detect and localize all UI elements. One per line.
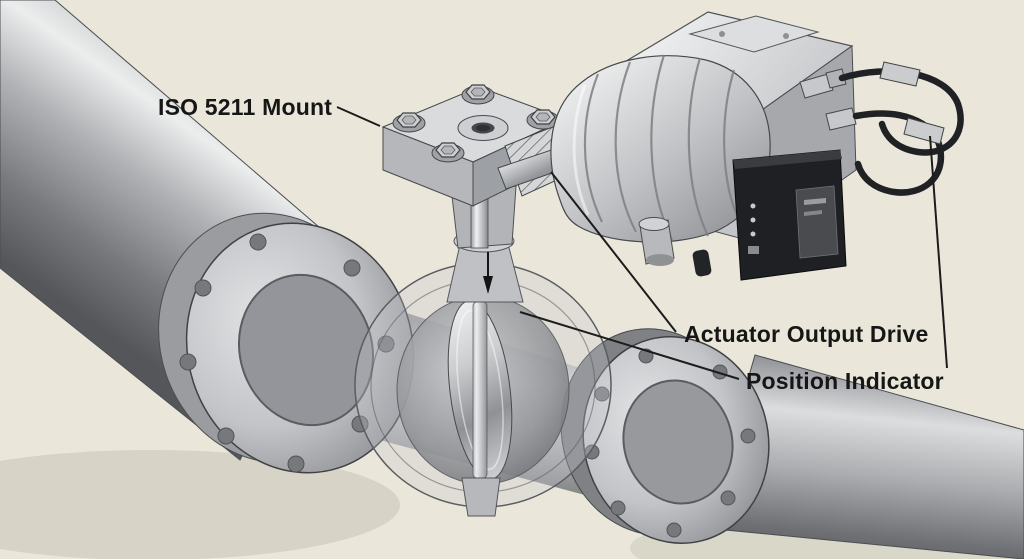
bolt-hole xyxy=(249,233,267,251)
flange-right-ring xyxy=(622,379,734,505)
bolt-hole xyxy=(217,427,235,445)
actuator xyxy=(550,11,964,281)
cover-screw xyxy=(783,33,789,39)
bolt-hole xyxy=(179,353,197,371)
status-dot xyxy=(750,231,756,237)
gland-nut xyxy=(825,68,847,89)
status-dot xyxy=(750,217,756,223)
status-dot xyxy=(750,203,756,209)
control-box-bevel xyxy=(733,150,842,169)
cable-connector xyxy=(903,117,945,145)
conduit-cap xyxy=(638,217,670,231)
bolt-hole xyxy=(720,490,736,506)
leader-line-right xyxy=(929,135,948,369)
bolt-hole xyxy=(740,428,756,444)
cable-gland xyxy=(825,107,857,131)
display-panel xyxy=(795,185,839,259)
cabling xyxy=(799,61,964,196)
bolt-hole xyxy=(610,500,626,516)
rib xyxy=(687,57,709,237)
label-actuator-output-drive: Actuator Output Drive xyxy=(684,321,928,347)
bolt-hole xyxy=(584,444,600,460)
panel-line xyxy=(804,210,822,216)
disc-highlight xyxy=(456,309,504,471)
top-cover xyxy=(688,15,820,53)
leader-line-position-indicator xyxy=(519,311,740,380)
gearbox-highlight xyxy=(572,84,590,216)
labels: ISO 5211 Mount Actuator Output Drive Pos… xyxy=(158,94,944,394)
boss-hole-inner xyxy=(476,124,490,132)
flange-left xyxy=(158,212,415,474)
rib xyxy=(583,73,603,223)
leader-lines xyxy=(336,106,948,380)
cable xyxy=(852,110,945,196)
label-position-indicator: Position Indicator xyxy=(746,368,944,394)
gearbox-housing xyxy=(550,55,771,243)
bolt-hole xyxy=(194,279,212,297)
valve-body xyxy=(354,262,612,517)
bottom-trunnion xyxy=(461,477,501,517)
panel-line xyxy=(804,198,826,205)
position-arrow-icon xyxy=(483,276,493,294)
bolt-hole xyxy=(666,522,682,538)
leader-line-output-drive xyxy=(550,171,677,333)
bolt-hole xyxy=(343,259,361,277)
cover-screw xyxy=(719,31,725,37)
cable-gland xyxy=(799,73,834,99)
rib xyxy=(723,69,741,223)
bolt-hole xyxy=(287,455,305,473)
cable-connector xyxy=(879,61,921,87)
label-patch xyxy=(748,246,759,254)
rib xyxy=(614,61,637,233)
shadow-left xyxy=(0,450,400,559)
conduit-plug xyxy=(692,249,712,277)
leader-line-iso-mount xyxy=(336,106,381,127)
conduit-base xyxy=(646,254,674,266)
control-box xyxy=(732,149,847,281)
conduit-fittings xyxy=(638,217,712,277)
flange-right xyxy=(560,328,770,544)
label-iso-mount: ISO 5211 Mount xyxy=(158,94,332,120)
disc-shaft xyxy=(472,301,488,479)
